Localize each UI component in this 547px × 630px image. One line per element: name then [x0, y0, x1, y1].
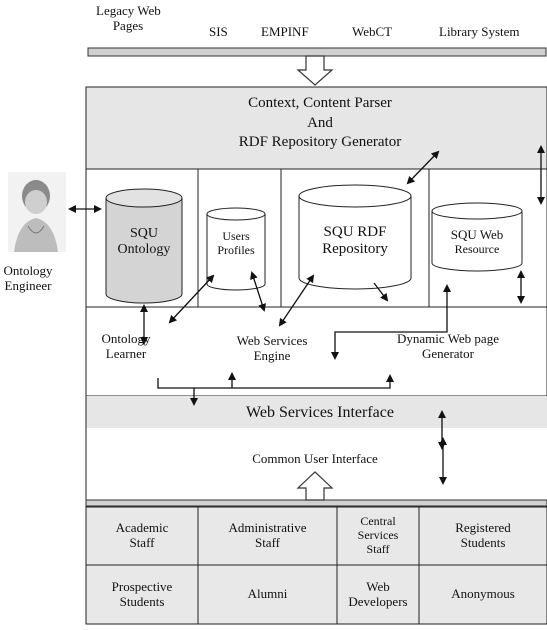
ontology-line2: Ontology — [117, 242, 171, 258]
cell-line: Developers — [348, 593, 408, 609]
source-down-arrow — [296, 55, 334, 86]
cell-line: Services — [357, 528, 399, 543]
cell-line: Students — [119, 593, 165, 609]
rdf-line1: SQU RDF — [323, 224, 387, 240]
ws-engine-line2: Engine — [253, 347, 291, 363]
squ-rdf-repository-label: SQU RDF Repository — [299, 224, 411, 259]
webct-label: WebCT — [352, 24, 393, 39]
cell-line: Students — [460, 535, 506, 550]
web-line2: Resource — [454, 241, 500, 256]
web-line1: SQU Web — [450, 227, 504, 242]
ontology-line1: SQU — [129, 226, 158, 241]
squ-ontology-label: SQU Ontology — [106, 226, 182, 258]
learner-line1: Ontology — [101, 331, 151, 346]
cell-line: Central — [360, 514, 396, 529]
cell-line: Staff — [254, 535, 281, 550]
dyn-line1: Dynamic Web page — [397, 331, 499, 346]
parser-band — [85, 86, 547, 170]
users-profiles-label: Users Profiles — [207, 229, 265, 258]
profiles-line2: Profiles — [217, 242, 255, 257]
cell-line: Administrative — [228, 520, 307, 536]
parser-title: Context, Content Parser And RDF Reposito… — [200, 94, 440, 153]
web-services-engine-label: Web Services Engine — [222, 333, 322, 364]
parser-line2: And — [307, 114, 333, 131]
cell-line: Anonymous — [451, 586, 515, 602]
ontology-learner-label: Ontology Learner — [86, 331, 166, 362]
empinf-label: EMPINF — [261, 24, 309, 39]
ontology-engineer-photo — [8, 172, 66, 252]
library-system-label: Library System — [439, 24, 520, 39]
cell-line: Prospective — [111, 578, 173, 594]
rdf-line2: Repository — [322, 241, 388, 258]
parser-line1: Context, Content Parser — [248, 95, 392, 111]
dyn-line2: Generator — [422, 345, 474, 361]
ws-interface-band — [86, 396, 547, 428]
cell-line: Academic — [115, 520, 169, 536]
dynamic-web-page-generator-label: Dynamic Web page Generator — [384, 331, 512, 362]
ontology-engineer-label: Ontology Engineer — [0, 263, 56, 294]
source-systems-bar — [87, 47, 547, 57]
legacy-line2: Pages — [112, 17, 144, 33]
user-cell-alumni: Alumni — [198, 565, 337, 624]
cell-line: Alumni — [247, 586, 288, 602]
squ-web-resource-cylinder — [431, 202, 523, 272]
ws-engine-line1: Web Services — [236, 333, 308, 348]
common-user-interface-label: Common User Interface — [252, 451, 378, 466]
user-bar — [85, 499, 547, 507]
cell-line: Staff — [129, 535, 155, 550]
common-ui-up-arrow — [296, 471, 334, 501]
engineer-line2: Engineer — [4, 277, 52, 293]
parser-line3: RDF Repository Generator — [238, 134, 402, 150]
sis-label: SIS — [209, 24, 228, 39]
learner-line2: Learner — [105, 345, 147, 361]
cell-line: Staff — [366, 541, 390, 556]
cell-line: Registered — [455, 520, 511, 536]
web-services-interface-label: Web Services Interface — [246, 404, 394, 421]
cell-line: Web — [366, 578, 390, 594]
legacy-line1: Legacy Web — [96, 3, 161, 18]
squ-ontology-cylinder — [105, 188, 183, 304]
engineer-line1: Ontology — [3, 263, 53, 278]
profiles-line1: Users — [222, 229, 250, 243]
legacy-web-pages-label: Legacy Web Pages — [96, 3, 161, 34]
user-cell-anonymous: Anonymous — [419, 565, 547, 624]
engine-layer — [85, 306, 547, 397]
squ-web-resource-label: SQU Web Resource — [432, 227, 522, 257]
